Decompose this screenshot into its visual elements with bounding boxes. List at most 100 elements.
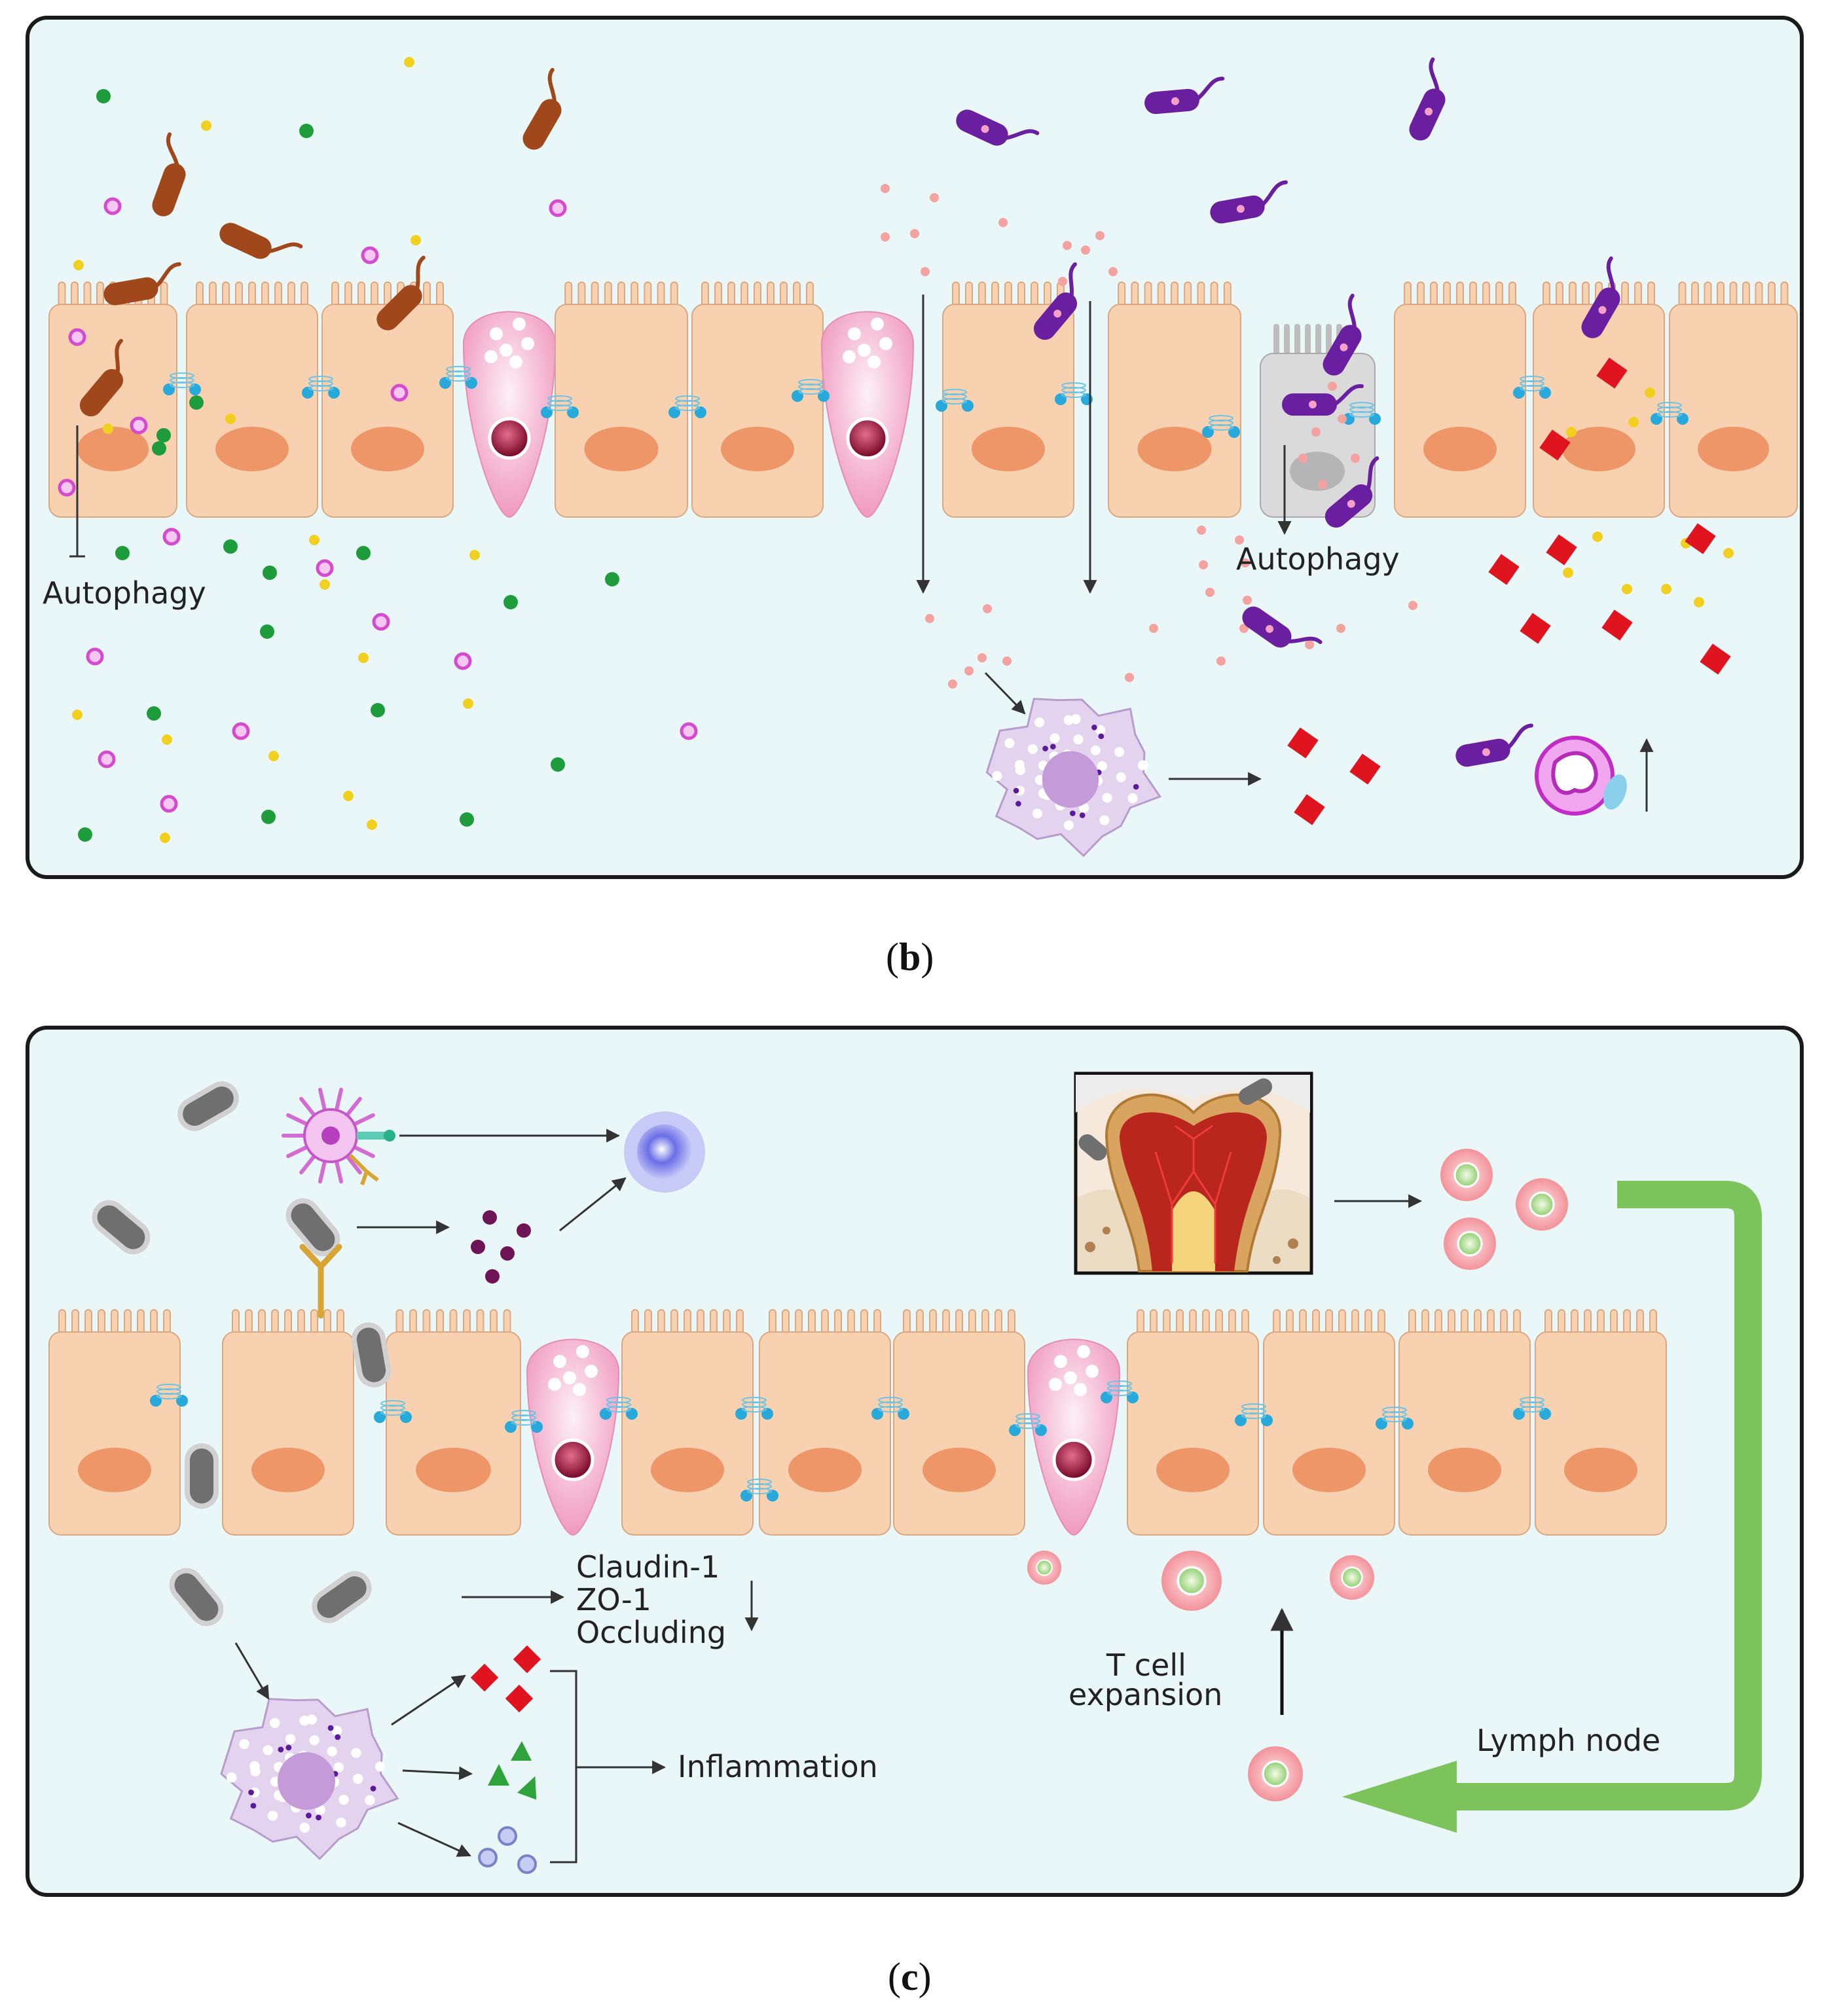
tooth-icon [1074, 1071, 1313, 1275]
epithelial-cell-icon [222, 1309, 354, 1536]
tight-junction-icon [374, 1400, 412, 1423]
zo1-label: ZO-1 [576, 1582, 651, 1617]
inflammation-label: Inflammation [678, 1749, 878, 1784]
flagellated-bacterium-icon [1210, 180, 1288, 224]
rod-bacterium-icon [351, 1322, 392, 1388]
tight-junction-icon [1235, 1403, 1273, 1426]
tight-junction-icon [1376, 1407, 1414, 1430]
epithelium-row-b [48, 281, 1798, 518]
t-cell-icon [1027, 1551, 1061, 1585]
b-cell-icon [624, 1111, 705, 1193]
tight-junction-icon [150, 1384, 188, 1407]
flagellated-bacterium-icon [1033, 262, 1078, 340]
tight-junction-icon [439, 366, 477, 389]
tight-junction-icon [1101, 1380, 1139, 1403]
tight-junction-icon [1651, 402, 1689, 425]
rod-bacterium-icon [177, 1081, 239, 1131]
neutrophil-icon [1535, 736, 1627, 816]
epithelial-cell-icon [1108, 281, 1241, 518]
antibody-icon [299, 1244, 342, 1319]
tight-junction-icon [541, 395, 579, 418]
tight-junction-icon [1513, 376, 1551, 399]
epithelial-cell-icon [1394, 281, 1526, 518]
tight-junction-icon [302, 376, 340, 399]
cytokine-triangles-c [488, 1741, 537, 1800]
tight-junction-icon [1343, 402, 1381, 425]
flagellated-bacterium-icon [1324, 456, 1379, 528]
claudin-label: Claudin-1 [576, 1549, 720, 1585]
epithelial-cell-icon [48, 1309, 181, 1536]
caption-c: (c) [888, 1955, 932, 1998]
tight-junction-icon [668, 395, 706, 418]
t-cell-icon [1440, 1149, 1493, 1201]
flagellated-bacterium-icon [956, 109, 1040, 146]
tight-junction-icon [505, 1410, 543, 1433]
epithelial-cell-icon [1535, 1309, 1667, 1536]
epithelial-cell-icon [1533, 281, 1665, 518]
epithelial-cell-icon [1398, 1309, 1531, 1536]
dendritic-cell-icon [282, 1087, 395, 1185]
epithelial-cell-icon [1263, 1309, 1395, 1536]
rod-bacterium-icon [312, 1571, 372, 1623]
flagellated-bacterium-icon [1455, 723, 1533, 767]
bacteria-to-macrophage-arrow [234, 1642, 270, 1700]
epithelial-cell-icon [942, 281, 1074, 518]
antigen-to-bcell-arrow [559, 1177, 627, 1232]
panel-b: Autophagy Autophagy (b) [26, 16, 1804, 979]
goblet-cell-icon [820, 311, 915, 518]
epithelial-cell-icon [1127, 1309, 1259, 1536]
tight-junction-icon [1202, 415, 1240, 438]
epithelial-cell-icon [691, 281, 824, 518]
cytokine-icon [1287, 357, 1731, 825]
t-cell-icon [1330, 1555, 1374, 1600]
tight-junction-icon [163, 372, 201, 395]
flagellated-bacterium-icon [376, 255, 426, 331]
epithelium-row-c [48, 1309, 1667, 1536]
t-cell-icon [1248, 1746, 1303, 1801]
flagellated-bacterium-icon [1242, 606, 1323, 648]
autophagy-right-label: Autophagy [1236, 541, 1400, 577]
gray-bacteria-group [92, 1081, 392, 1627]
panel-c: Lymph node T cell expansion Claudin-1 ZO… [26, 1026, 1804, 1998]
rod-bacterium-icon [285, 1198, 340, 1257]
tight-junction-icon [936, 389, 974, 412]
lymph-node-label: Lymph node [1476, 1723, 1660, 1758]
tcell-label-2: expansion [1068, 1677, 1222, 1712]
mac-to-cyto-arrow-1 [391, 1674, 466, 1726]
autophagy-left-label: Autophagy [43, 575, 206, 611]
t-cell-icon [1161, 1551, 1222, 1611]
flagellated-bacterium-icon [1409, 57, 1446, 141]
epithelial-cell-icon [386, 1309, 521, 1536]
epithelial-cell-icon [759, 1309, 891, 1536]
flagellated-bacterium-icon [79, 338, 124, 417]
mac-to-cyto-arrow-3 [397, 1822, 471, 1857]
flagellated-bacterium-icon [219, 223, 303, 259]
caption-b: (b) [886, 935, 934, 979]
flagellated-bacterium-icon [1581, 256, 1620, 338]
macrophage-c-icon [220, 1698, 399, 1860]
epithelial-cell-icon [1669, 281, 1798, 518]
brown-bacteria-group [79, 67, 562, 417]
occluding-label: Occluding [576, 1615, 726, 1650]
tight-junction-icon [1009, 1413, 1047, 1436]
particles-b [58, 57, 1734, 843]
epithelial-cell-icon [555, 281, 688, 518]
lymph-node-arrow [1342, 1181, 1762, 1833]
macrophage-icon [985, 698, 1161, 857]
flagellated-bacterium-icon [1144, 77, 1225, 115]
epithelial-cell-icon [621, 1309, 754, 1536]
antigen-dots [471, 1210, 531, 1284]
mac-to-cyto-arrow-2 [402, 1766, 473, 1780]
tight-junction-icon [740, 1479, 778, 1502]
flagellated-bacterium-icon [1323, 293, 1362, 376]
tight-junction-icon [792, 379, 830, 402]
tight-junction-icon [735, 1397, 773, 1420]
tight-junction-icon [871, 1397, 909, 1420]
goblet-cell-icon [1027, 1339, 1121, 1536]
epithelial-cell-icon [186, 281, 318, 518]
tight-junction-icon [1513, 1397, 1551, 1420]
flagellated-bacterium-icon [152, 132, 186, 217]
goblet-cell-icon [526, 1339, 620, 1536]
flagellated-bacterium-icon [103, 262, 181, 306]
